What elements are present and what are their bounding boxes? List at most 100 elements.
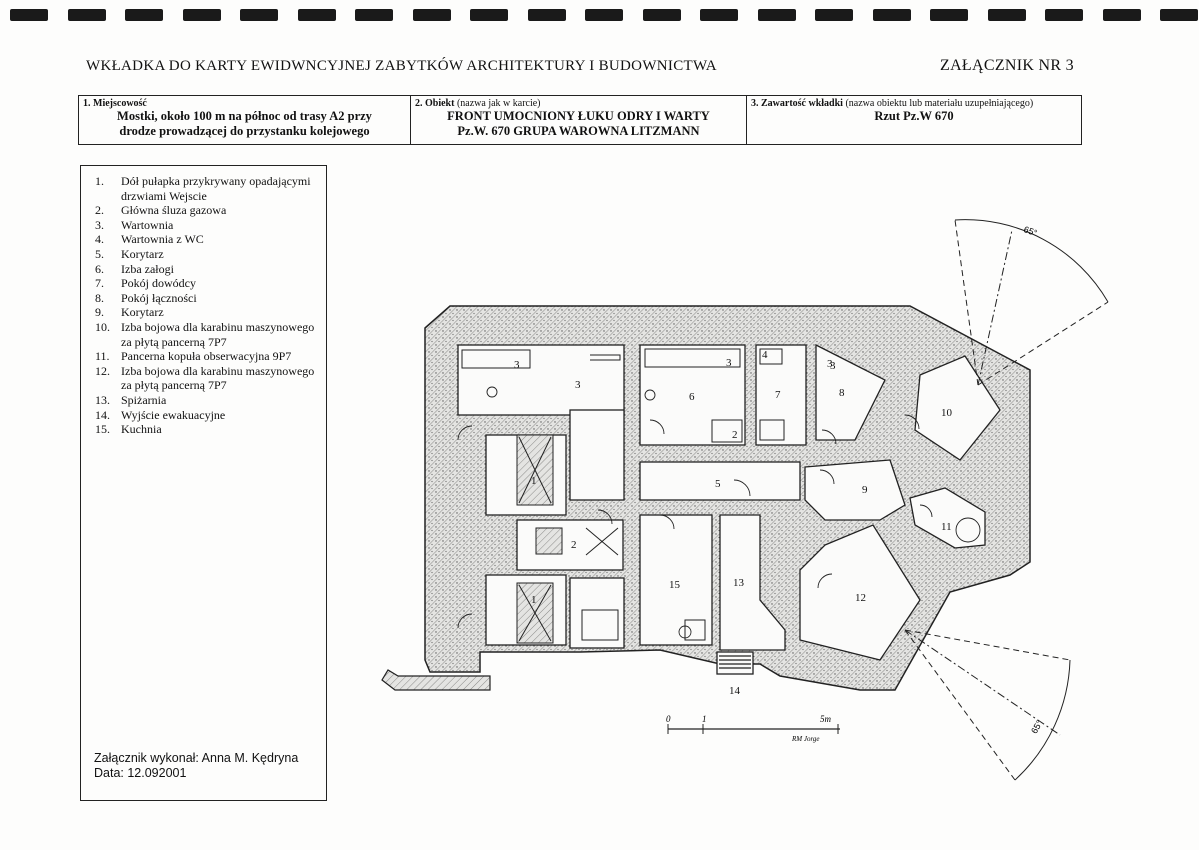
field-label: 3. Zawartość wkładki xyxy=(751,98,843,109)
field-value: Mostki, około 100 m na północ od trasy A… xyxy=(117,109,372,123)
furniture xyxy=(461,348,785,641)
punch-hole xyxy=(700,9,738,21)
punch-hole xyxy=(987,9,1026,21)
room-8 xyxy=(815,343,886,441)
binder-punch-holes xyxy=(0,9,1199,23)
field-value: FRONT UMOCNIONY ŁUKU ODRY I WARTY xyxy=(447,109,710,123)
legend-number: 9. xyxy=(95,305,104,320)
room-3-left xyxy=(457,344,625,416)
field-value: Rzut Pz.W 670 xyxy=(874,109,954,123)
legend-number: 15. xyxy=(95,422,110,437)
punch-hole xyxy=(470,9,508,21)
legend-item: 3.Wartownia xyxy=(95,218,320,233)
label-room-3e: 3 xyxy=(830,360,836,372)
scale-bar: 0 1 5m RM Jorge xyxy=(666,714,840,743)
room-2 xyxy=(516,519,624,571)
punch-hole xyxy=(1160,9,1198,21)
legend-text: Pancerna kopuła obserwacyjna 9P7 xyxy=(121,349,292,364)
corridor-5 xyxy=(639,461,801,501)
punch-hole xyxy=(125,9,163,21)
punch-hole xyxy=(67,9,106,21)
legend-item: 1. Dół pułapka przykrywany opadającymi dr… xyxy=(95,174,320,203)
trapdoor-crosses xyxy=(518,436,619,642)
legend-item: 8. Pokój łączności xyxy=(95,291,320,306)
legend-item: 2.Główna śluza gazowa xyxy=(95,203,320,218)
legend-text: Wartownia z WC xyxy=(121,232,204,247)
label-room-15: 15 xyxy=(669,579,681,591)
punch-hole xyxy=(297,9,336,21)
punch-hole xyxy=(930,9,968,21)
punch-hole xyxy=(10,9,48,21)
label-room-11: 11 xyxy=(941,521,952,533)
punch-hole xyxy=(815,9,853,21)
label-room-13: 13 xyxy=(733,577,745,589)
room-4 xyxy=(569,577,625,649)
legend-number: 8. xyxy=(95,290,104,305)
label-room-3b: 3 xyxy=(575,379,581,391)
legend-text: Pokój łączności xyxy=(121,290,197,305)
label-room-12: 12 xyxy=(855,592,866,604)
legend-text: Wyjście ewakuacyjne xyxy=(121,407,226,422)
legend-number: 2. xyxy=(95,203,104,218)
punch-hole xyxy=(240,9,278,21)
legend-number: 13. xyxy=(95,392,110,407)
label-room-1b: 1 xyxy=(531,594,537,606)
room-6 xyxy=(639,344,746,446)
door-swings xyxy=(457,386,981,639)
label-room-9: 9 xyxy=(862,484,868,496)
field-location: 1. Miejscowość Mostki, około 100 m na pó… xyxy=(79,96,411,144)
legend-number: 11. xyxy=(95,349,110,364)
legend-text: Izba załogi xyxy=(121,261,174,276)
legend-item: 12.Izba bojowa dla karabinu maszynowego … xyxy=(95,364,320,393)
scale-label-0: 0 xyxy=(666,714,671,724)
author-line: Załącznik wykonał: Anna M. Kędryna xyxy=(94,751,299,765)
legend-text: Izba bojowa dla karabinu maszynowego za … xyxy=(121,319,315,349)
room-3-left-lower xyxy=(569,409,625,501)
entrance-ramp-wall xyxy=(381,669,491,691)
legend-text: Kuchnia xyxy=(121,422,162,437)
room-13 xyxy=(719,514,786,651)
corridor-9 xyxy=(804,459,906,521)
punch-hole xyxy=(527,9,566,21)
legend-item: 7.Pokój dowódcy xyxy=(95,276,320,291)
document-title: WKŁADKA DO KARTY EWIDWNCYJNEJ ZABYTKÓW A… xyxy=(86,58,717,74)
footer: Załącznik wykonał: Anna M. Kędryna Data:… xyxy=(94,751,298,781)
date-line: Data: 12.092001 xyxy=(94,766,187,780)
label-room-5: 5 xyxy=(715,478,721,490)
header-table: 1. Miejscowość Mostki, około 100 m na pó… xyxy=(78,95,1082,145)
legend-number: 12. xyxy=(95,363,110,378)
field-contents: 3. Zawartość wkładki (nazwa obiektu lub … xyxy=(747,96,1081,144)
label-room-4a: 4 xyxy=(762,349,768,361)
field-label: 2. Obiekt xyxy=(415,98,455,109)
rooms xyxy=(457,343,1001,675)
legend-number: 5. xyxy=(95,246,104,261)
legend-item: 15. Kuchnia xyxy=(95,422,320,437)
legend-number: 1. xyxy=(95,174,104,188)
legend-item: 4.Wartownia z WC xyxy=(95,232,320,247)
field-label-note: (nazwa jak w karcie) xyxy=(454,98,541,109)
legend-text: Korytarz xyxy=(121,246,164,261)
legend-item: 11. Pancerna kopuła obserwacyjna 9P7 xyxy=(95,349,320,364)
legend-number: 7. xyxy=(95,276,104,291)
field-object: 2. Obiekt (nazwa jak w karcie) FRONT UMO… xyxy=(411,96,747,144)
legend-text: Dół pułapka przykrywany opadającymi drzw… xyxy=(121,174,311,203)
punch-hole xyxy=(757,9,796,21)
label-room-14: 14 xyxy=(729,685,741,697)
drafter-signature: RM Jorge xyxy=(791,735,820,743)
exit-14 xyxy=(716,651,754,675)
label-room-2: 2 xyxy=(571,539,577,551)
label-room-1a: 1 xyxy=(531,475,537,487)
punch-hole xyxy=(412,9,451,21)
punch-hole xyxy=(1102,9,1141,21)
room-7 xyxy=(755,344,807,446)
field-value: drodze prowadzącej do przystanku kolejow… xyxy=(119,124,370,138)
label-room-3d: 3 xyxy=(827,358,833,370)
label-room-8: 8 xyxy=(839,387,845,399)
punch-hole xyxy=(642,9,681,21)
legend-text: Spiżarnia xyxy=(121,392,167,407)
room-15 xyxy=(639,514,713,646)
field-value: Pz.W. 670 GRUPA WAROWNA LITZMANN xyxy=(457,124,700,138)
scale-label-5: 5m xyxy=(820,714,832,724)
label-room-3a: 3 xyxy=(514,359,520,371)
